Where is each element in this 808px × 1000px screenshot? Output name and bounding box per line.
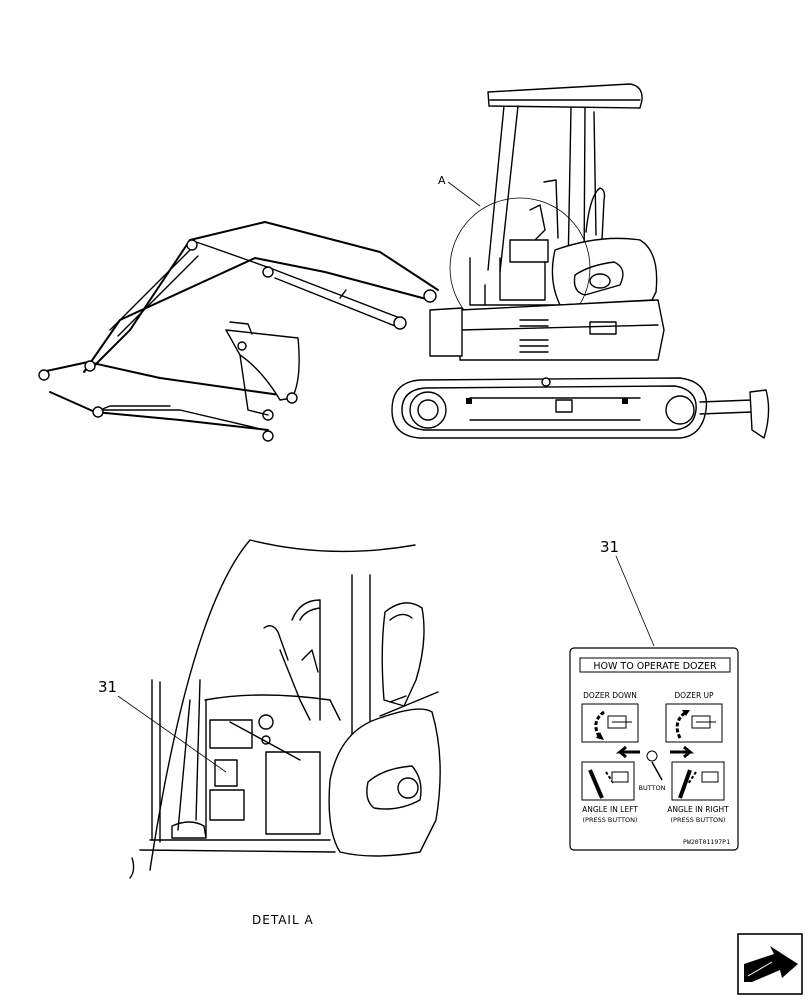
detail-a-marker: A [438,174,446,187]
dozer-decal: HOW TO OPERATE DOZER DOZER DOWN DOZER UP… [569,647,739,851]
left-arrow-icon [615,745,640,759]
next-page-arrow-icon[interactable] [737,933,803,995]
decal-callout-leader [615,555,655,647]
label-angle-left: ANGLE IN LEFT [582,805,638,814]
label-dozer-down: DOZER DOWN [583,691,637,700]
dozer-down-icon [581,703,639,743]
decal-title: HOW TO OPERATE DOZER [593,661,717,672]
button-lever-icon [646,750,663,781]
right-arrow-icon [670,745,695,759]
detail-caption: DETAIL A [252,913,314,927]
label-angle-right-note: (PRESS BUTTON) [671,816,726,824]
angle-left-icon [581,761,635,801]
label-angle-left-note: (PRESS BUTTON) [583,816,638,824]
decal-callout-number: 31 [600,538,619,556]
angle-right-icon [671,761,725,801]
cab-callout-leader [117,695,227,773]
label-angle-right: ANGLE IN RIGHT [667,805,729,814]
detail-a-leader [447,181,481,207]
label-dozer-up: DOZER UP [674,691,714,700]
decal-part-code: PW20T01197P1 [683,838,730,846]
dozer-up-icon [665,703,723,743]
excavator-side-view: A [38,83,770,442]
label-button: BUTTON [638,784,665,792]
cab-callout-number: 31 [98,678,117,696]
detail-a-view [129,539,441,879]
